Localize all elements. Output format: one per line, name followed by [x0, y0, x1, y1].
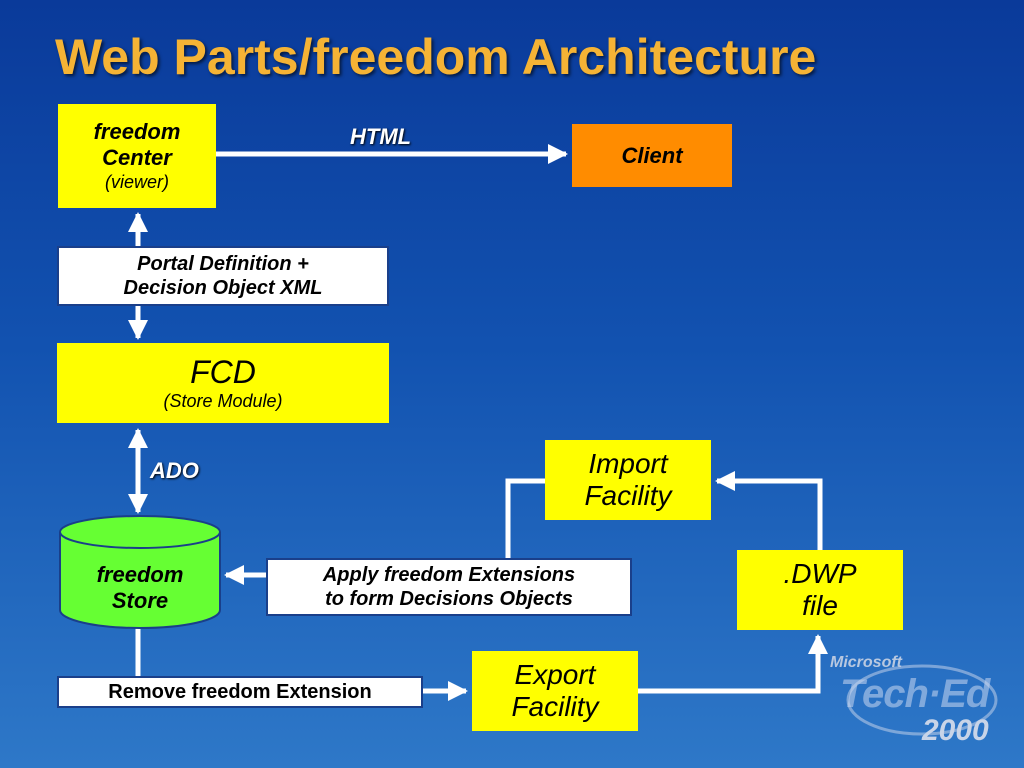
html-edge-label: HTML	[350, 124, 412, 149]
freedom-center-node: freedom Center (viewer)	[58, 104, 216, 208]
page-title: Web Parts/freedom Architecture	[55, 29, 817, 85]
fcd-node: FCD (Store Module)	[57, 343, 389, 423]
apply-extensions-node: Apply freedom Extensions to form Decisio…	[266, 558, 632, 616]
client-label: Client	[621, 142, 683, 168]
freedom-store-node: freedom Store	[58, 556, 222, 620]
store-line2: Store	[111, 588, 169, 613]
export-line2: Facility	[511, 691, 599, 722]
export-line1: Export	[514, 659, 596, 690]
import-line1: Import	[588, 448, 668, 479]
portal-def-line1: Portal Definition +	[137, 253, 309, 275]
dwp-file-node: .DWP file	[737, 550, 903, 630]
freedom-store-cylinder	[59, 515, 221, 629]
logo-product: Tech·Ed	[840, 672, 990, 716]
freedom-center-line2: Center	[102, 145, 172, 170]
remove-label: Remove freedom Extension	[108, 680, 372, 703]
fcd-line2: (Store Module)	[163, 391, 283, 411]
ado-edge-label: ADO	[150, 458, 199, 483]
portal-definition-node: Portal Definition + Decision Object XML	[57, 246, 389, 306]
import-apply-line	[505, 478, 545, 558]
portal-def-line2: Decision Object XML	[123, 277, 323, 299]
dwp-line2: file	[802, 590, 838, 621]
apply-line1: Apply freedom Extensions	[322, 564, 576, 586]
logo-company: Microsoft	[830, 654, 902, 671]
client-node: Client	[572, 124, 732, 187]
remove-extension-node: Remove freedom Extension	[57, 676, 423, 708]
logo-year: 2000	[922, 714, 989, 747]
dwp-line1: .DWP	[783, 558, 857, 589]
fcd-line1: FCD	[190, 354, 256, 390]
import-line2: Facility	[584, 480, 672, 511]
store-line1: freedom	[96, 562, 184, 587]
export-facility-node: Export Facility	[472, 651, 638, 731]
apply-line2: to form Decisions Objects	[325, 588, 573, 610]
logo-swoosh-icon	[846, 664, 998, 736]
import-facility-node: Import Facility	[545, 440, 711, 520]
freedom-center-line1: freedom	[93, 119, 181, 144]
export-dwp-arrow	[638, 634, 828, 694]
freedom-center-line3: (viewer)	[104, 172, 169, 192]
teched-logo: Microsoft Tech·Ed 2000	[826, 654, 1006, 750]
dwp-import-arrow	[715, 471, 823, 550]
